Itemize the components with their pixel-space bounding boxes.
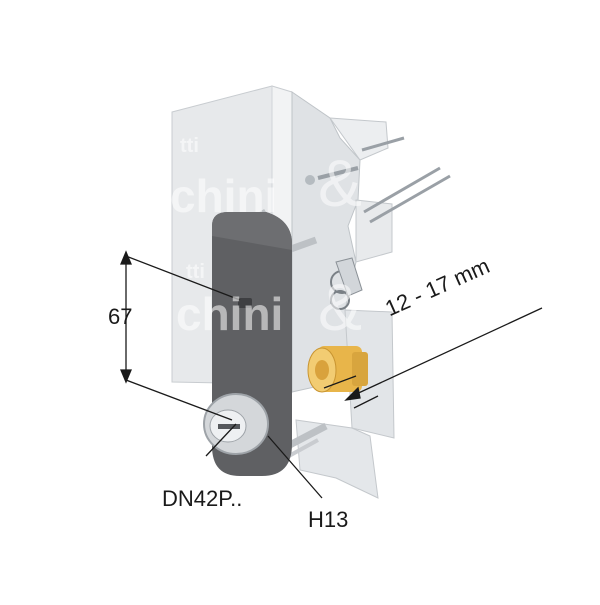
latch-mechanism [330, 257, 363, 310]
svg-text:chini: chini [170, 170, 277, 222]
svg-text:tti: tti [180, 135, 199, 157]
keyhole-icon [218, 424, 240, 429]
svg-text:&: & [318, 146, 362, 220]
screw-hole-icon [238, 298, 252, 308]
fixing-screws [305, 136, 451, 224]
brass-cylinder [307, 346, 368, 393]
leader-lines [205, 423, 323, 499]
thickness-dimension [323, 307, 543, 409]
height-dimension-label: 67 [108, 304, 133, 329]
watermark: chini chini tti tti & & [170, 135, 362, 344]
svg-text:tti: tti [186, 261, 205, 283]
model-label: DN42P.. [162, 486, 243, 511]
svg-text:chini: chini [176, 288, 283, 340]
hole-dimension-label: H13 [308, 507, 349, 532]
svg-text:&: & [318, 270, 362, 344]
height-dimension [120, 250, 241, 421]
